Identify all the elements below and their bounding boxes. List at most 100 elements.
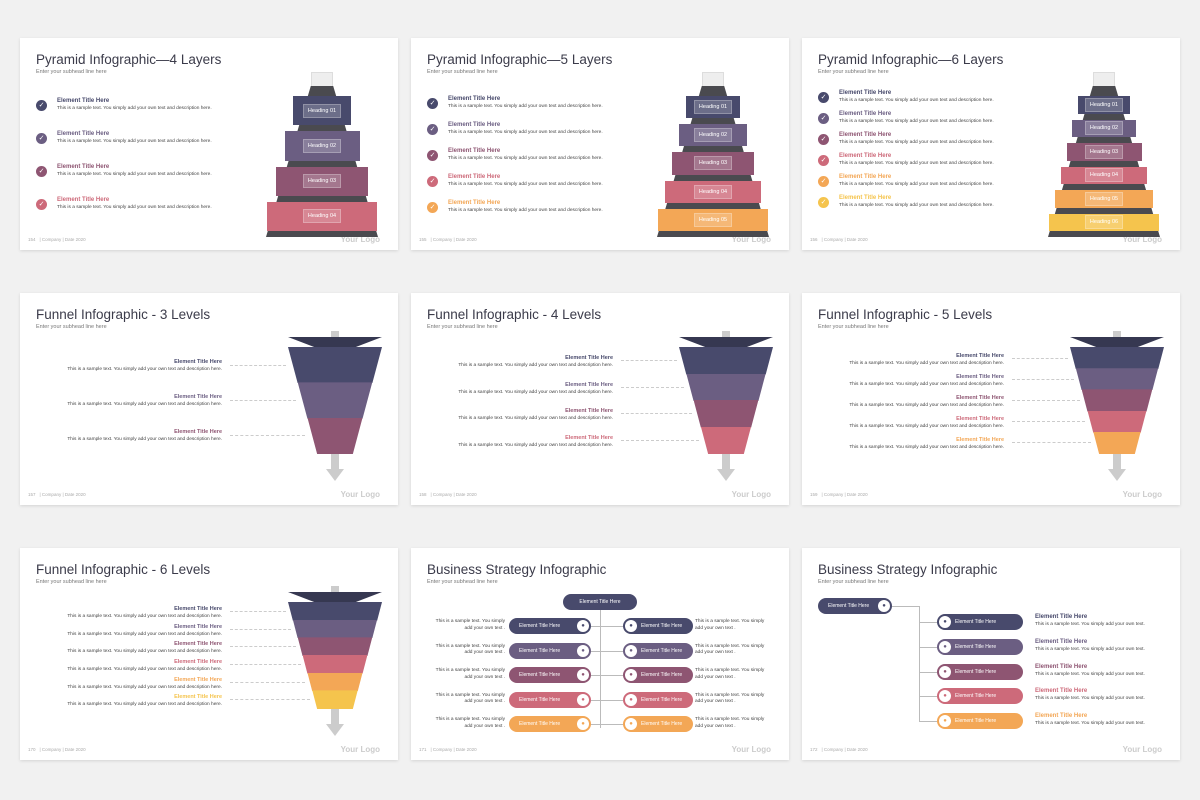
pyramid-layer-label: Heading 03 [693,156,733,171]
item-icon: ● [939,640,951,653]
element-description: This is a sample text. You simply add yo… [849,424,1004,430]
logo-text: Your Logo [731,235,771,244]
slide-subhead: Enter your subhead line here [36,69,107,75]
logo-text: Your Logo [1122,745,1162,754]
slide-title: Funnel Infographic - 4 Levels [427,307,602,322]
element-title: Element Title Here [448,122,501,128]
connector-line [230,610,286,612]
element-title: Element Title Here [174,429,222,436]
pill-label: Element Title Here [641,647,683,654]
pyramid-layer: Heading 05 [1054,190,1154,208]
item-icon: ● [625,620,637,632]
element-description: This is a sample text. You simply add yo… [458,363,613,369]
description-line: add your own text . [464,674,505,680]
item-icon: ● [939,616,951,628]
connector-line [621,386,685,388]
connector-line [230,681,306,683]
connector-line [230,646,296,648]
element-description: This is a sample text. You simply add yo… [458,389,613,395]
connector-line [591,724,623,725]
funnel-level [1070,347,1164,370]
pyramid-layer-label: Heading 02 [302,138,342,153]
pyramid-layer: Heading 01 [293,96,351,126]
slide-title: Business Strategy Infographic [818,562,998,577]
element-title: Element Title Here [174,623,222,630]
element-title: Element Title Here [174,358,222,365]
connector-line [892,606,919,607]
slide-footer: 157| Company | Date 2020 [28,492,86,497]
page-number: 172 [810,747,818,752]
connector-line [591,675,623,676]
connector-line [600,610,601,728]
item-icon: ● [939,715,951,728]
pyramid-layer-label: Heading 05 [693,212,733,227]
element-description: This is a sample text. You simply add yo… [67,666,222,672]
check-icon: ✓ [818,92,829,103]
funnel-level [292,619,378,639]
connector-line [1012,357,1068,359]
element-description: This is a sample text. You simply add yo… [67,613,222,619]
pyramid-layer: Heading 03 [672,152,754,175]
strategy-pill: ●Element Title Here [937,638,1023,655]
element-description: This is a sample text. You simply add yo… [67,684,222,690]
slide-subhead: Enter your subhead line here [36,579,107,585]
element-title: Element Title Here [57,164,110,170]
pyramid-layer: Heading 02 [284,131,360,161]
page-number: 156 [810,237,818,242]
element-title: Element Title Here [1035,663,1088,670]
strategy-pill: ●Element Title Here [623,691,693,708]
element-title: Element Title Here [1035,713,1088,720]
pyramid-layer: Heading 01 [686,96,740,119]
strategy-pill: ●Element Title Here [623,667,693,683]
element-title: Element Title Here [1035,638,1088,645]
element-description: This is a sample text. You simply add yo… [849,445,1004,451]
funnel-level [693,400,759,428]
slide-subhead: Enter your subhead line here [427,324,498,330]
check-icon: ✓ [818,176,829,187]
page-number: 157 [28,492,36,497]
strategy-pill: ●Element Title Here [937,614,1023,630]
connector-line [621,413,692,415]
slide-subhead: Enter your subhead line here [818,324,889,330]
pyramid-layer-label: Heading 02 [693,128,733,143]
element-description: This is a sample text. You simply add yo… [67,649,222,655]
description-line: add your own text . [695,699,736,705]
element-description: This is a sample text. You simply add yo… [448,130,603,135]
funnel-level [297,382,373,419]
root-pill: ●Element Title Here [818,598,892,614]
element-title: Element Title Here [956,352,1004,359]
connector-line [1012,421,1086,423]
slide-footer: 171| Company | Date 2020 [419,747,477,752]
description-line: add your own text . [464,699,505,705]
element-description: This is a sample text. You simply add yo… [1035,646,1145,652]
company-date: | Company | Date 2020 [821,237,868,242]
element-title: Element Title Here [956,395,1004,401]
pill-label: Element Title Here [519,721,561,727]
pyramid-layer-label: Heading 01 [1084,97,1124,112]
company-date: | Company | Date 2020 [39,492,86,497]
description-line: This is a sample text. You simply [695,668,765,673]
logo-text: Your Logo [731,745,771,754]
